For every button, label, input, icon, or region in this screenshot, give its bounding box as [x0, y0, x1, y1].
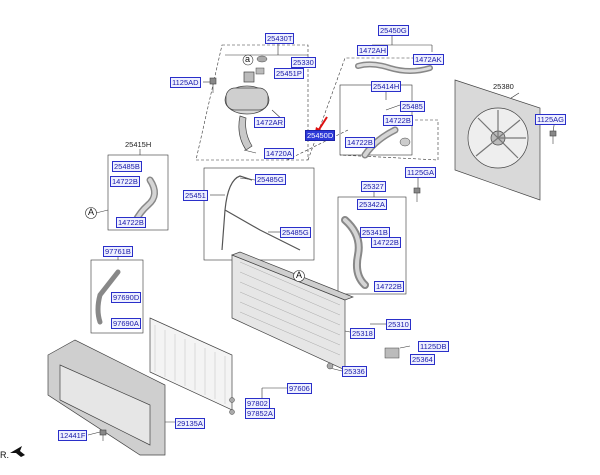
part-label-97690D[interactable]: 97690D — [111, 292, 142, 303]
radiator — [231, 251, 354, 371]
part-label-25485G[interactable]: 25485G — [255, 174, 286, 185]
callout-a-circle — [242, 54, 254, 66]
fan-shroud — [454, 79, 541, 201]
part-label-1125GA[interactable]: 1125GA — [405, 167, 436, 178]
part-label-25451P[interactable]: 25451P — [274, 68, 304, 79]
part-label-14722B[interactable]: 14722B — [345, 137, 375, 148]
part-label-1472AR[interactable]: 1472AR — [254, 117, 286, 128]
bolt-icon — [549, 130, 557, 144]
direction-arrow-icon — [10, 446, 25, 457]
part-label-25450D-selected[interactable]: 25450D — [305, 130, 336, 141]
reservoir-cap-icon — [256, 55, 268, 63]
callout-A: A — [296, 270, 303, 280]
direction-label: R. — [0, 450, 9, 460]
part-label-25364[interactable]: 25364 — [410, 354, 435, 365]
part-label-14722B[interactable]: 14722B — [110, 176, 140, 187]
bolt-icon — [209, 77, 217, 93]
part-label-25380[interactable]: 25380 — [493, 82, 514, 91]
part-label-25430T[interactable]: 25430T — [265, 33, 295, 44]
part-label-97606[interactable]: 97606 — [287, 383, 312, 394]
part-label-97852A[interactable]: 97852A — [245, 408, 275, 419]
part-label-25451[interactable]: 25451 — [183, 190, 208, 201]
part-label-14722B[interactable]: 14722B — [371, 237, 401, 248]
part-label-14722B[interactable]: 14722B — [383, 115, 413, 126]
part-label-14722B[interactable]: 14722B — [374, 281, 404, 292]
hose-kit-box-left — [107, 154, 169, 231]
part-label-25330[interactable]: 25330 — [291, 57, 316, 68]
part-label-97690A[interactable]: 97690A — [111, 318, 141, 329]
part-label-97761B[interactable]: 97761B — [103, 246, 133, 257]
part-label-1125AG[interactable]: 1125AG — [535, 114, 566, 125]
part-label-25327[interactable]: 25327 — [361, 181, 386, 192]
bolt-icon — [413, 187, 421, 202]
part-label-12441F[interactable]: 12441F — [58, 430, 88, 441]
clip-icon — [229, 397, 235, 403]
part-label-25336[interactable]: 25336 — [342, 366, 367, 377]
part-label-1125DB[interactable]: 1125DB — [418, 341, 449, 352]
coolant-reservoir — [224, 71, 270, 151]
part-label-25485[interactable]: 25485 — [400, 101, 425, 112]
bolt-icon — [99, 429, 107, 441]
part-label-14722B[interactable]: 14722B — [116, 217, 146, 228]
part-label-25414H[interactable]: 25414H — [371, 81, 402, 92]
part-label-25485B[interactable]: 25485B — [112, 161, 142, 172]
part-label-1472AK[interactable]: 1472AK — [413, 54, 444, 65]
hose-kit-box-lower — [337, 196, 407, 295]
part-label-25450G[interactable]: 25450G — [378, 25, 409, 36]
clip-icon — [255, 67, 265, 75]
part-label-29135A[interactable]: 29135A — [175, 418, 205, 429]
hose-kit-box-97761 — [90, 259, 144, 334]
callout-A: A — [88, 207, 95, 217]
part-label-1472AH[interactable]: 1472AH — [357, 45, 389, 56]
part-label-25415H[interactable]: 25415H — [125, 140, 152, 149]
bracket-icon — [384, 347, 400, 359]
callout-A-circle — [293, 270, 305, 282]
drain-plug-icon — [326, 362, 334, 370]
clip-icon — [229, 409, 235, 415]
hose-line-25451 — [221, 175, 301, 251]
part-label-25310[interactable]: 25310 — [386, 319, 411, 330]
part-label-1125AD[interactable]: 1125AD — [170, 77, 201, 88]
part-label-14720A[interactable]: 14720A — [264, 148, 294, 159]
part-label-25485G[interactable]: 25485G — [280, 227, 311, 238]
callout-a: a — [245, 54, 251, 64]
front-end-carrier — [47, 339, 166, 456]
part-label-25318[interactable]: 25318 — [350, 328, 375, 339]
hose-97761B — [95, 269, 121, 325]
part-label-25342A[interactable]: 25342A — [357, 199, 387, 210]
